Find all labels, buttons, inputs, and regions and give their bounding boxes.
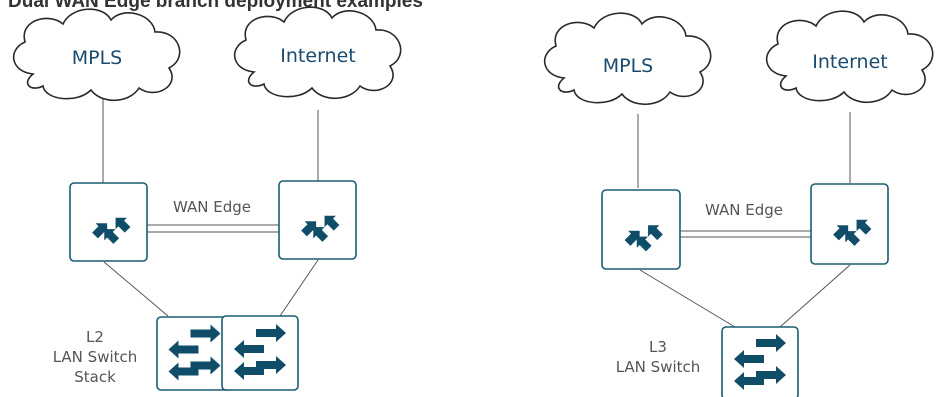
wan-edge-router-left [601, 189, 681, 270]
mpls-cloud-label: MPLS [603, 55, 654, 77]
switch-label-line-2: LAN Switch [616, 358, 701, 376]
wan-edge-router-right [278, 180, 357, 260]
wan-edge-label: WAN Edge [173, 198, 251, 216]
router-arrows-icon [624, 225, 663, 252]
wan-edge-router-right [810, 183, 889, 265]
link-router-left-to-switch [639, 269, 736, 328]
internet-cloud: Internet [765, 10, 934, 104]
l2-switch-stack [156, 315, 299, 391]
switch-arrows-icon [734, 334, 786, 390]
switch-label-line-1: L3 [649, 338, 667, 356]
wan-edge-label: WAN Edge [705, 201, 783, 219]
wan-edge-router-left [69, 182, 148, 262]
internet-cloud: Internet [233, 6, 402, 100]
mpls-cloud-label: MPLS [72, 47, 123, 69]
switch-label-line-3: Stack [74, 368, 116, 386]
router-arrows-icon [833, 219, 872, 246]
lan-switch-2 [221, 315, 299, 391]
router-arrows-icon [92, 217, 131, 244]
mpls-cloud: MPLS [543, 12, 712, 106]
link-router-left-to-switch [103, 261, 169, 317]
l3-lan-switch [721, 326, 799, 397]
lan-switch-1 [156, 316, 233, 391]
internet-cloud-label: Internet [280, 45, 355, 67]
left-deployment: MPLS Internet WAN Edge [12, 6, 402, 391]
link-router-right-to-switch [279, 259, 319, 317]
switch-label-line-2: LAN Switch [53, 348, 138, 366]
mpls-cloud: MPLS [12, 8, 181, 102]
link-router-right-to-switch [779, 264, 851, 328]
internet-cloud-label: Internet [812, 51, 887, 73]
switch-label-line-1: L2 [86, 328, 104, 346]
switch-arrows-icon [168, 324, 221, 381]
switch-arrows-icon [234, 324, 286, 380]
router-arrows-icon [301, 215, 340, 242]
right-deployment: MPLS Internet WAN Edge [543, 10, 934, 397]
